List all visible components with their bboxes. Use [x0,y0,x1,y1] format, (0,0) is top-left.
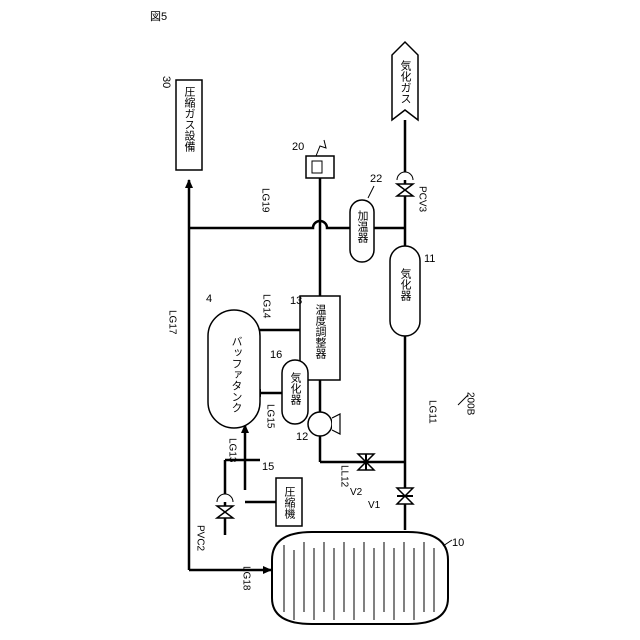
heater: 加温器 22 [350,173,382,262]
pump-ref: 12 [296,431,308,443]
buffer-tank-name: バッファタンク [230,336,243,413]
compressed-gas-name: 圧縮ガス設備 [183,86,196,153]
compressed-gas-ref: 30 [160,76,172,88]
v2-label: V2 [350,487,363,498]
lg19-label: LG19 [260,188,271,213]
buffer-tank-ref: 4 [206,293,212,305]
ll12-label: LL12 [339,465,350,488]
main-vaporizer-ref: 11 [424,253,435,265]
temp-controller-ref: 13 [290,295,302,307]
lg13-label: LG13 [227,438,238,463]
heater-name: 加温器 [356,210,369,244]
sub-vaporizer-name: 気化器 [289,371,302,406]
vaporized-gas-output: 気化ガス [392,42,418,120]
lg14-label: LG14 [261,294,272,319]
figure-label: 図5 [150,10,167,23]
valve-pcv3: PCV3 [397,172,428,213]
compressed-gas-facility: 圧縮ガス設備 30 [160,76,202,170]
compressor: 圧縮機 15 [245,461,302,526]
main-vaporizer: 気化器 11 [390,246,435,336]
sensor-ref: 20 [292,141,304,153]
compressor-ref: 15 [262,461,274,473]
system-ref: 200B [458,392,476,416]
sub-vaporizer-ref: 16 [270,349,282,361]
lg18-label: LG18 [241,566,252,591]
storage-tank: 10 [272,532,464,624]
main-vaporizer-name: 気化器 [399,267,412,302]
valve-v2: V2 [350,454,374,498]
pvc2-label: PVC2 [195,525,206,552]
temp-controller-name: 温度調整器 [314,304,327,360]
lg17-label: LG17 [167,310,178,335]
gas-out-name: 気化ガス [399,59,412,104]
compressor-name: 圧縮機 [283,486,296,520]
buffer-tank: バッファタンク 4 [206,293,260,428]
sensor: 20 [292,140,334,178]
v1-label: V1 [368,500,381,511]
lg11-label: LG11 [427,400,438,424]
tank-ref: 10 [452,537,464,549]
system-ref-label: 200B [465,392,476,416]
heater-ref: 22 [370,173,382,185]
pcv3-label: PCV3 [417,186,428,213]
lg15-label: LG15 [265,404,276,429]
valve-pvc2: PVC2 [195,494,234,552]
